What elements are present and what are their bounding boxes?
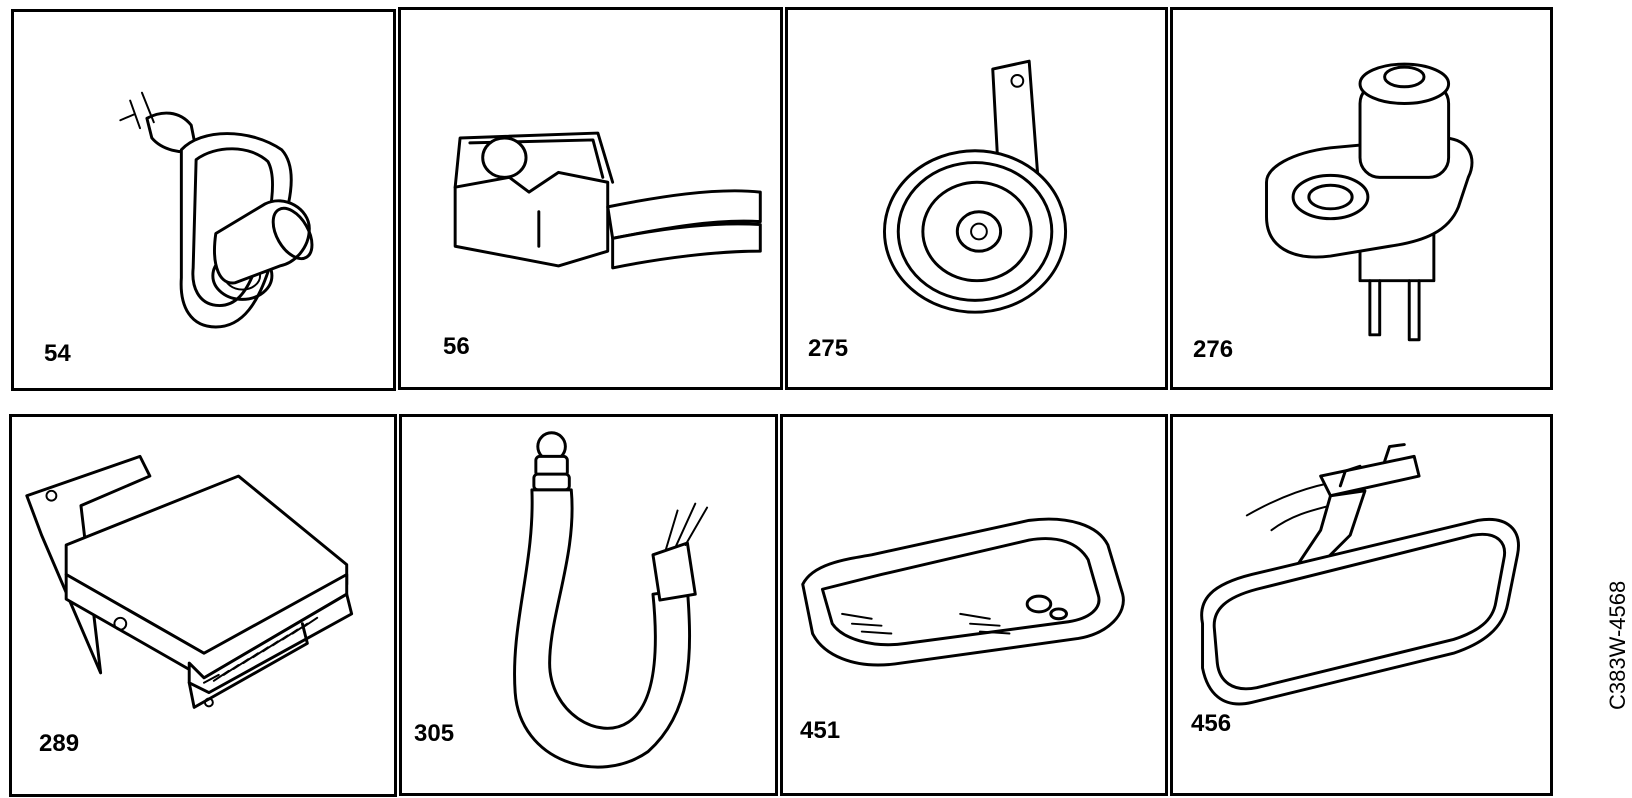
figure-code: C383W-4568 bbox=[1605, 580, 1630, 710]
part-number-275: 275 bbox=[808, 335, 849, 362]
bulb-holder-illustration bbox=[513, 431, 709, 769]
part-number-56: 56 bbox=[443, 333, 470, 360]
panel-456: 456 bbox=[1170, 414, 1553, 796]
part-number-305: 305 bbox=[414, 720, 455, 747]
panel-54: 54 bbox=[11, 9, 396, 391]
part-number-456: 456 bbox=[1191, 710, 1232, 737]
panel-289: 289 bbox=[9, 414, 397, 797]
panel-305: 305 bbox=[399, 414, 778, 796]
part-number-289: 289 bbox=[39, 730, 80, 757]
part-number-451: 451 bbox=[800, 717, 841, 744]
panel-276: 276 bbox=[1170, 7, 1553, 390]
panel-56: 56 bbox=[398, 7, 783, 390]
push-switch-illustration bbox=[1265, 62, 1474, 342]
door-switch-illustration bbox=[119, 91, 314, 329]
panel-275: 275 bbox=[785, 7, 1168, 390]
part-number-276: 276 bbox=[1193, 336, 1234, 363]
micro-switch-illustration bbox=[453, 131, 762, 270]
panel-451: 451 bbox=[780, 414, 1168, 796]
horn-illustration bbox=[882, 59, 1068, 314]
part-number-54: 54 bbox=[44, 340, 71, 367]
control-unit-illustration bbox=[25, 454, 354, 709]
rear-view-mirror-illustration bbox=[1200, 443, 1520, 706]
interior-lamp-illustration bbox=[801, 517, 1125, 667]
